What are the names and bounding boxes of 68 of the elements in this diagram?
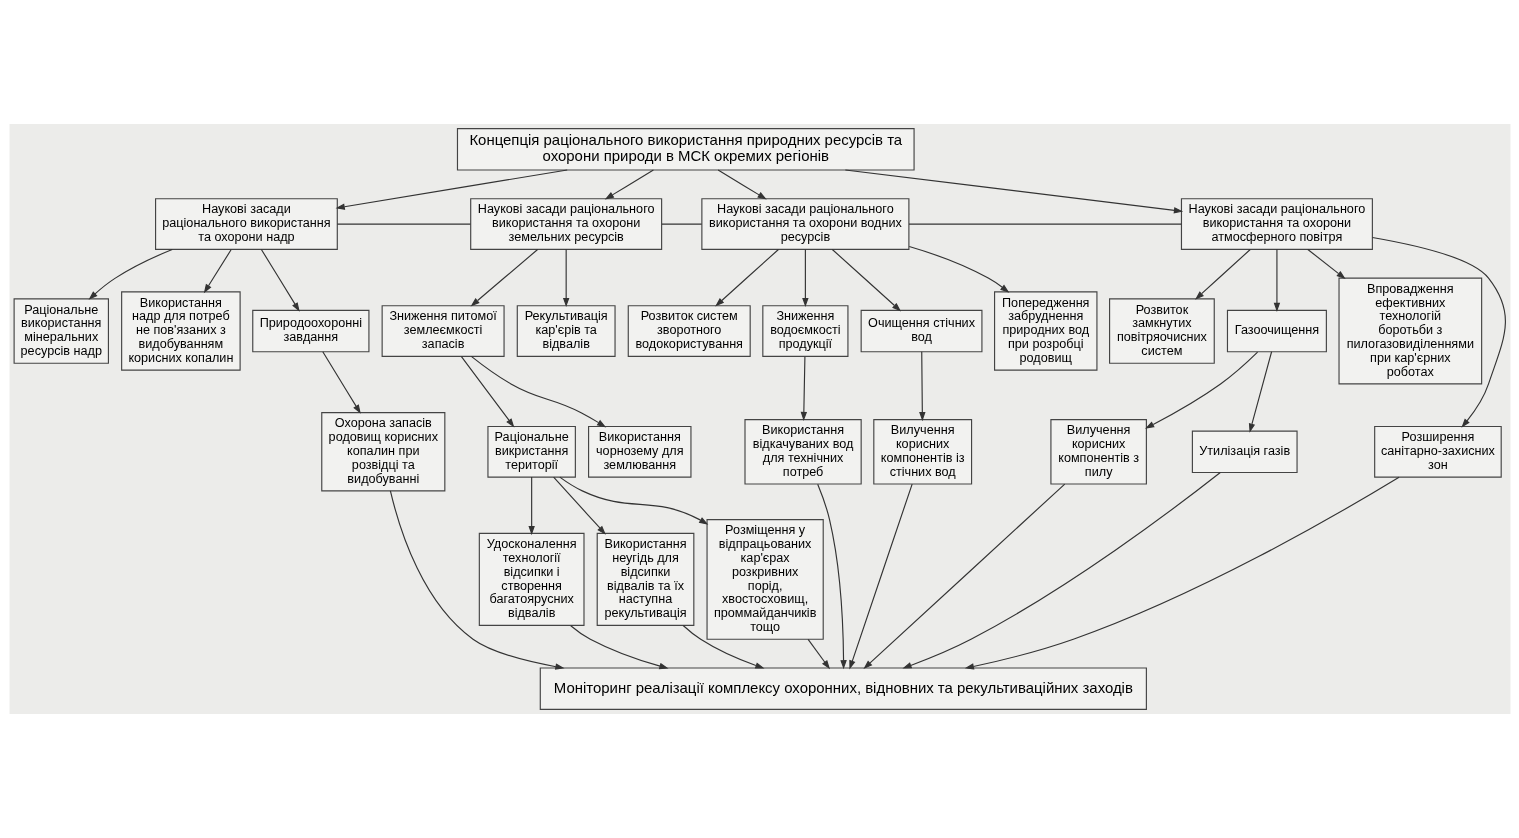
node-box: Наукові засади раціонального використання та охорони атмосферного повітря: [1180, 198, 1373, 250]
arrow: [848, 483, 913, 670]
arrow: [1248, 351, 1272, 433]
node-box: Використання чорнозему для землювання: [587, 425, 692, 478]
arrow: [321, 351, 361, 414]
node-box: Вилучення корисних компонентів з пилу: [1049, 419, 1147, 485]
node-box: Впровадження ефективних технологій боротьби з пилогазовиділеннями при кар'єрних роботах: [1337, 277, 1482, 385]
node-box: Природоохоронні завдання: [251, 309, 369, 353]
arrow: [901, 471, 1221, 669]
connector: [660, 223, 702, 225]
node-box: Вилучення корисних компонентів із стічних вод: [872, 419, 972, 485]
arrow: [717, 169, 767, 200]
node-box: Використання надр для потреб не пов'язаних з видобуванням корисних копалин: [120, 291, 241, 371]
arrow: [908, 245, 1009, 293]
arrow: [260, 248, 300, 312]
node-box: Попередження забруднення природних вод при розробці родовищ: [993, 291, 1097, 371]
arrow: [569, 625, 669, 670]
arrow: [1273, 248, 1280, 312]
arrow: [389, 490, 565, 670]
node-box: Розвиток систем зворотного водокористування: [627, 305, 751, 357]
node-box: Наукові засади раціонального використання та охорони земельних ресурсів: [469, 198, 662, 250]
node-box: Зниження водоємкості продукції: [761, 305, 848, 357]
connector: [336, 223, 471, 225]
arrow: [964, 476, 1400, 670]
arrow: [88, 248, 173, 300]
node-box: Охорона запасів родовищ корисних копалин при розвідці та видобуванні: [320, 412, 445, 492]
arrow: [470, 248, 538, 307]
node-box: Газоочищення: [1226, 309, 1327, 353]
arrow: [807, 638, 830, 670]
arrow: [800, 356, 807, 422]
arrow: [1371, 236, 1506, 428]
arrow: [1144, 351, 1258, 429]
arrow: [460, 356, 514, 428]
node-box: Рекультивація кар'єрів та відвалів: [516, 305, 616, 357]
node-box: Утилізація газів: [1191, 430, 1298, 474]
arrow: [470, 355, 606, 428]
node-box: Використання відкачуваних вод для технічних потреб: [743, 419, 862, 485]
arrow: [604, 169, 654, 200]
node-box: Раціональне використання мінеральних ресурсів надр: [13, 298, 109, 364]
node-box: Розміщення у відпрацьованих кар'єрах розкривних порід, хвостосховищ, проммайданчиків тощо: [705, 519, 824, 640]
arrow: [1194, 248, 1251, 300]
arrow: [1306, 248, 1346, 280]
arrow: [801, 248, 809, 308]
node-box: Раціональне викристання території: [486, 425, 576, 478]
arrow: [562, 248, 569, 308]
arrow: [714, 248, 779, 307]
node-box: Розширення санітарно-захисних зон: [1373, 425, 1502, 478]
arrow: [682, 624, 764, 669]
arrow: [558, 476, 708, 525]
node-box: Моніторинг реалізації комплексу охоронних, відновних та рекультиваційних заходів: [539, 667, 1147, 710]
arrow: [203, 248, 232, 294]
node-box: Очищення стічних вод: [860, 309, 982, 353]
node-box: Розвиток замкнутих повітряочисних систем: [1108, 298, 1215, 364]
connector: [907, 223, 1182, 225]
arrow: [918, 351, 926, 422]
node-box: Наукові засади раціонального використання та охорони водних ресурсів: [700, 198, 909, 250]
node-box: Використання неугідь для відсипки відвалів та їх наступна рекультивація: [596, 532, 694, 626]
node-box: Наукові засади раціонального використання та охорони надр: [154, 198, 338, 250]
arrow: [552, 476, 606, 535]
arrow: [527, 476, 535, 536]
arrow: [831, 248, 901, 312]
arrow: [816, 483, 847, 670]
arrow: [335, 169, 568, 210]
arrow: [862, 483, 1065, 670]
arrow: [844, 169, 1183, 214]
node-box: Зниження питомої землеємкості запасів: [381, 305, 505, 357]
node-box: Удосконалення технології відсипки і створення багатоярусних відвалів: [478, 532, 585, 626]
node-box: Концепція раціонального використання природних ресурсів та охорони природи в МСК окремих регіонів: [456, 128, 915, 171]
